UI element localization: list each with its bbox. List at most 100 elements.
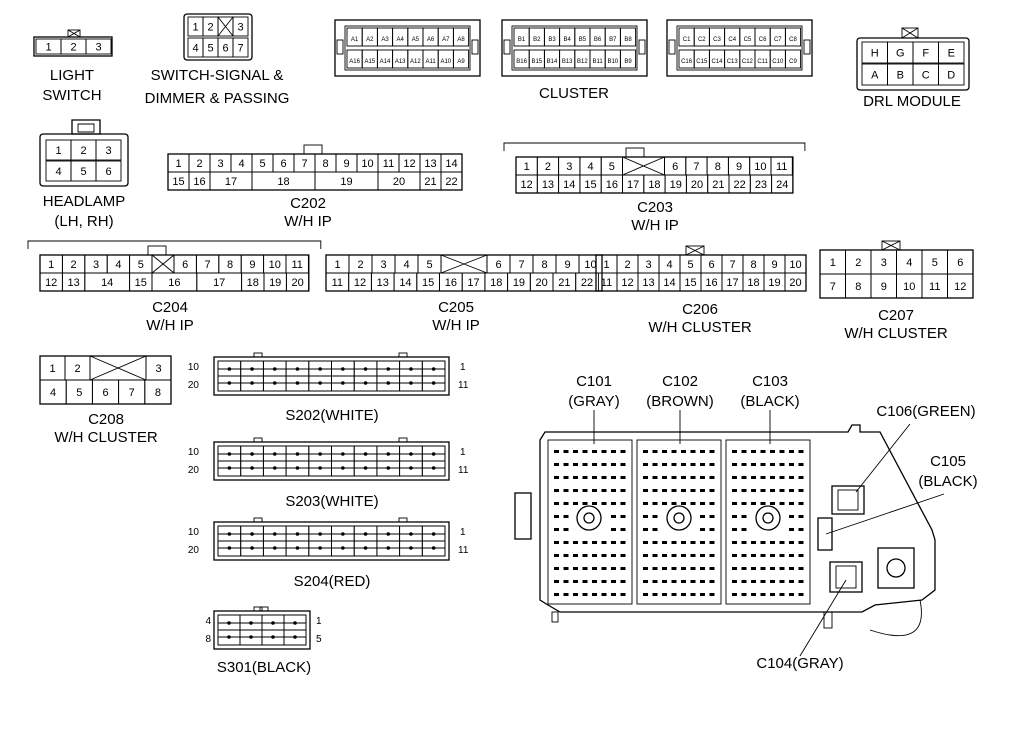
junction-pin bbox=[709, 593, 715, 596]
s204-pin bbox=[386, 546, 391, 550]
c203-pin-label: 16 bbox=[606, 179, 618, 191]
s203-pin bbox=[227, 452, 232, 456]
headlamp-pin-label: 3 bbox=[105, 145, 111, 157]
junction-pin bbox=[554, 515, 559, 518]
junction-pin bbox=[690, 593, 696, 596]
c207-pin-label: 3 bbox=[881, 257, 887, 269]
cluster-b-pin-label: B13 bbox=[562, 59, 573, 65]
junction-pin bbox=[620, 528, 626, 531]
c204-pin-label: 19 bbox=[269, 277, 281, 289]
c205-pin-label: 4 bbox=[403, 259, 409, 271]
c207-pin-label: 10 bbox=[903, 281, 915, 293]
junction-pin bbox=[760, 450, 766, 453]
c101-color: (GRAY) bbox=[568, 393, 619, 410]
c202-subtitle: W/H IP bbox=[284, 213, 332, 230]
junction-pin bbox=[620, 476, 626, 479]
junction-pin bbox=[652, 450, 658, 453]
c203-pin-label: 5 bbox=[609, 161, 615, 173]
switch-signal-pin-label: 5 bbox=[207, 43, 213, 55]
cluster-c-pin-label: C3 bbox=[713, 37, 721, 43]
junction-pin bbox=[732, 476, 737, 479]
junction-pin bbox=[662, 541, 667, 544]
c208-pin-label: 8 bbox=[155, 387, 161, 399]
c203-pin-label: 2 bbox=[545, 161, 551, 173]
junction-pin bbox=[789, 515, 794, 518]
cluster-b-pin-label: B3 bbox=[548, 37, 556, 43]
junction-pin bbox=[751, 463, 756, 466]
c203-pin-label: 13 bbox=[542, 179, 554, 191]
s202-pin bbox=[341, 381, 345, 385]
junction-pin bbox=[643, 554, 648, 557]
s202-pin bbox=[431, 367, 436, 371]
junction-pin bbox=[563, 554, 569, 557]
c203-pin-label: 24 bbox=[776, 179, 788, 191]
c203-pin-label: 23 bbox=[755, 179, 767, 191]
s202-right-bot: 11 bbox=[458, 380, 469, 391]
drl-module-title: DRL MODULE bbox=[863, 93, 961, 110]
c206-pin-label: 16 bbox=[705, 277, 717, 289]
s202-pin bbox=[386, 381, 391, 385]
c203-pin-label: 17 bbox=[627, 179, 639, 191]
cluster-b-pin-label: B14 bbox=[547, 59, 558, 65]
s203-right-bot: 11 bbox=[458, 465, 469, 476]
s202-pin bbox=[227, 367, 232, 371]
s204-left-bot: 20 bbox=[188, 545, 200, 556]
s203-pin bbox=[272, 452, 277, 456]
junction-pin bbox=[592, 567, 597, 570]
c208-cell bbox=[144, 379, 172, 405]
junction-pin bbox=[620, 554, 626, 557]
c204-subtitle: W/H IP bbox=[146, 317, 194, 334]
junction-pin bbox=[554, 476, 559, 479]
junction-pin bbox=[732, 593, 737, 596]
junction-pin bbox=[573, 554, 578, 557]
junction-pin bbox=[741, 567, 747, 570]
junction-pin bbox=[760, 502, 766, 505]
switch-signal-cell bbox=[232, 37, 249, 58]
junction-pin bbox=[741, 450, 747, 453]
junction-pin bbox=[671, 450, 677, 453]
s301-pin bbox=[271, 621, 275, 625]
junction-pin bbox=[573, 580, 578, 583]
junction-pin bbox=[582, 476, 588, 479]
cluster-c-pin-label: C14 bbox=[711, 59, 723, 65]
junction-pin bbox=[582, 463, 588, 466]
junction-pin bbox=[700, 489, 705, 492]
cluster-c-pin-label: C16 bbox=[681, 59, 693, 65]
junction-pin bbox=[760, 580, 766, 583]
junction-pin bbox=[573, 476, 578, 479]
c205-pin-label: 9 bbox=[564, 259, 570, 271]
junction-pin bbox=[611, 463, 616, 466]
junction-pin bbox=[700, 554, 705, 557]
light-switch-cell bbox=[85, 38, 112, 55]
cluster-b-pin-label: B16 bbox=[516, 59, 527, 65]
c206-title: C206 bbox=[682, 301, 718, 318]
s202-pin bbox=[431, 381, 436, 385]
junction-pin bbox=[779, 502, 785, 505]
junction-pin bbox=[681, 554, 686, 557]
junction-pin bbox=[690, 489, 696, 492]
junction-pin bbox=[611, 450, 616, 453]
c205-cell bbox=[575, 272, 599, 292]
c205-pin-label: 20 bbox=[536, 277, 548, 289]
junction-pin bbox=[681, 489, 686, 492]
s204-pin bbox=[295, 532, 300, 536]
junction-pin bbox=[611, 528, 616, 531]
headlamp-pin-label: 4 bbox=[55, 166, 61, 178]
light-switch-subtitle: SWITCH bbox=[42, 87, 101, 104]
junction-pin bbox=[741, 502, 747, 505]
junction-pin bbox=[770, 567, 775, 570]
drl-pin-label: H bbox=[871, 48, 879, 60]
junction-pin bbox=[652, 463, 658, 466]
c205-pin-label: 19 bbox=[513, 277, 525, 289]
junction-pin bbox=[671, 567, 677, 570]
s203-pin bbox=[431, 452, 436, 456]
c208-pin-label: 3 bbox=[155, 363, 161, 375]
junction-pin bbox=[770, 502, 775, 505]
c206-subtitle: W/H CLUSTER bbox=[648, 319, 752, 336]
junction-pin bbox=[563, 450, 569, 453]
junction-pin bbox=[554, 528, 559, 531]
s204-pin bbox=[363, 546, 368, 550]
junction-pin bbox=[592, 580, 597, 583]
junction-pin bbox=[652, 580, 658, 583]
